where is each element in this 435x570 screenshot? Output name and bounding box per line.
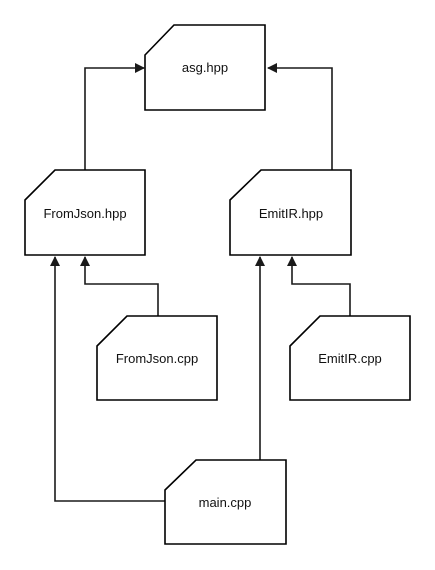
file-shape-icon <box>24 169 146 256</box>
file-node-fromjson-cpp: FromJson.cpp <box>96 315 218 401</box>
edge-main-cpp-to-fromjson-hpp <box>50 256 165 502</box>
file-label-asg-hpp: asg.hpp <box>182 60 228 75</box>
file-shape-icon <box>229 169 352 256</box>
file-shape-icon <box>164 459 287 545</box>
file-label-main-cpp: main.cpp <box>199 495 252 510</box>
file-node-emitir-cpp: EmitIR.cpp <box>289 315 411 401</box>
file-label-fromjson-hpp: FromJson.hpp <box>43 206 126 221</box>
edge-emitir-hpp-to-asg-hpp <box>267 63 333 170</box>
file-shape-icon <box>144 24 266 111</box>
file-node-main-cpp: main.cpp <box>164 459 287 545</box>
file-label-emitir-hpp: EmitIR.hpp <box>259 206 323 221</box>
file-node-asg-hpp: asg.hpp <box>144 24 266 111</box>
file-shape-icon <box>289 315 411 401</box>
edge-emitir-cpp-to-emitir-hpp <box>287 256 351 316</box>
file-node-fromjson-hpp: FromJson.hpp <box>24 169 146 256</box>
file-label-fromjson-cpp: FromJson.cpp <box>116 351 198 366</box>
edge-fromjson-cpp-to-fromjson-hpp <box>80 256 159 316</box>
file-label-emitir-cpp: EmitIR.cpp <box>318 351 382 366</box>
file-node-emitir-hpp: EmitIR.hpp <box>229 169 352 256</box>
file-shape-icon <box>96 315 218 401</box>
edges-layer <box>50 63 351 502</box>
nodes-layer: asg.hpp FromJson.hpp EmitIR.hpp FromJson… <box>24 24 411 545</box>
edge-fromjson-hpp-to-asg-hpp <box>84 63 145 170</box>
